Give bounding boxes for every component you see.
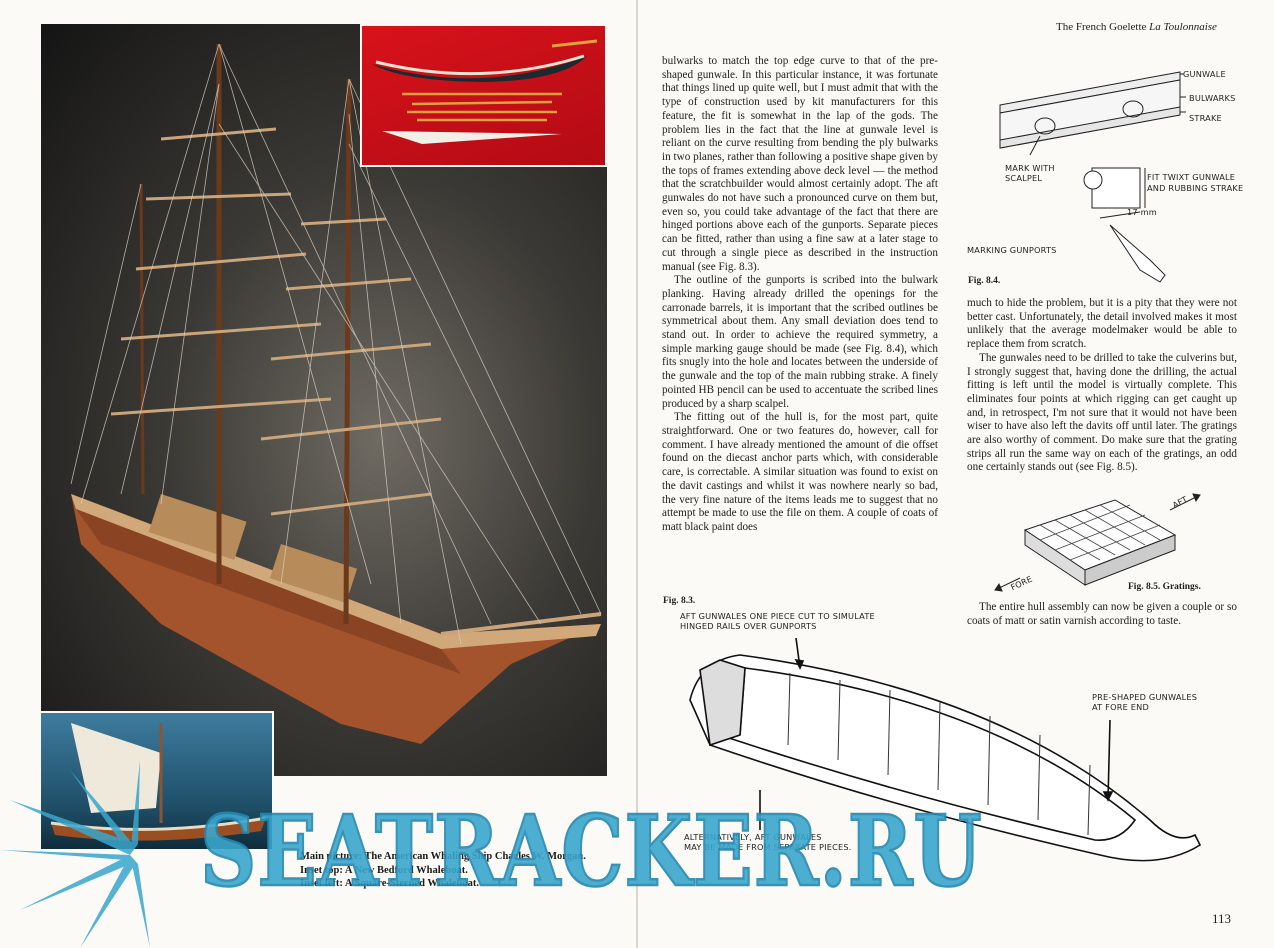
fig83-label-aft2: HINGED RAILS OVER GUNPORTS bbox=[680, 621, 817, 631]
caption-line: Main picture: The American Whaling Ship … bbox=[300, 851, 586, 862]
paragraph: The outline of the gunports is scribed i… bbox=[662, 274, 938, 410]
fig83-label-alt2: MAY BE MADE FROM SEPARATE PIECES. bbox=[684, 842, 852, 852]
photo-caption: Main picture: The American Whaling Ship … bbox=[300, 850, 610, 891]
fig84-label-bulwarks: BULWARKS bbox=[1189, 93, 1236, 103]
paragraph: The entire hull assembly can now be give… bbox=[967, 601, 1237, 627]
caption-line: Inset top: A New Bedford Whaleboat. bbox=[300, 864, 468, 876]
caption-line: Inset left: A Square-Sterned Whaleboat. bbox=[300, 878, 479, 889]
text-column-1: bulwarks to match the top edge curve to … bbox=[662, 55, 938, 535]
fig83-label-aft: AFT GUNWALES ONE PIECE CUT TO SIMULATE bbox=[680, 611, 875, 621]
whaleboat-illustration bbox=[372, 39, 598, 144]
fig84-label-strake: STRAKE bbox=[1189, 113, 1222, 123]
page-number: 113 bbox=[1212, 911, 1232, 926]
fig83-label-pre2: AT FORE END bbox=[1092, 702, 1149, 712]
fig84-label-mark: MARK WITH bbox=[1005, 163, 1055, 173]
paragraph: bulwarks to match the top edge curve to … bbox=[662, 55, 938, 273]
fig83-label-alt: ALTERNATIVELY, AFT GUNWALES bbox=[684, 832, 822, 842]
fig84-label-fit2: AND RUBBING STRAKE bbox=[1147, 183, 1244, 193]
fig84-label-scalpel: SCALPEL bbox=[1005, 173, 1043, 183]
running-head-title: La Toulonnaise bbox=[1149, 21, 1217, 33]
fig84-label-fit: FIT TWIXT GUNWALE bbox=[1147, 172, 1236, 182]
watermark: SEATRACKER.RU bbox=[199, 794, 983, 910]
fig84-label-gunwale: GUNWALE bbox=[1183, 69, 1226, 79]
fig83-hull-drawing bbox=[689, 637, 1202, 862]
page-gutter bbox=[636, 0, 638, 948]
fig83-title: Fig. 8.3. bbox=[663, 596, 696, 606]
paragraph: The fitting out of the hull is, for the … bbox=[662, 411, 938, 533]
running-head-prefix: The French Goelette bbox=[1056, 21, 1147, 33]
fig84-label-marking: MARKING GUNPORTS bbox=[967, 245, 1057, 255]
fig84-label-size: 17 mm bbox=[1127, 207, 1157, 217]
fig85-gratings-drawing bbox=[994, 493, 1201, 592]
ship-illustration bbox=[70, 43, 602, 744]
paragraph: The gunwales need to be drilled to take … bbox=[967, 351, 1237, 474]
running-head: The French Goelette La Toulonnaise bbox=[1056, 21, 1217, 33]
fig83-label-pre: PRE-SHAPED GUNWALES bbox=[1092, 692, 1198, 702]
inset-top-photo-whaleboat bbox=[360, 24, 607, 167]
paragraph: much to hide the problem, but it is a pi… bbox=[967, 297, 1237, 351]
fig85-title: Fig. 8.5. Gratings. bbox=[1128, 582, 1201, 592]
fig84-title: Fig. 8.4. bbox=[968, 276, 1001, 286]
fig84-bulwark-drawing bbox=[999, 71, 1186, 283]
watermark-burst-logo bbox=[0, 760, 150, 948]
text-column-2: much to hide the problem, but it is a pi… bbox=[967, 297, 1237, 475]
